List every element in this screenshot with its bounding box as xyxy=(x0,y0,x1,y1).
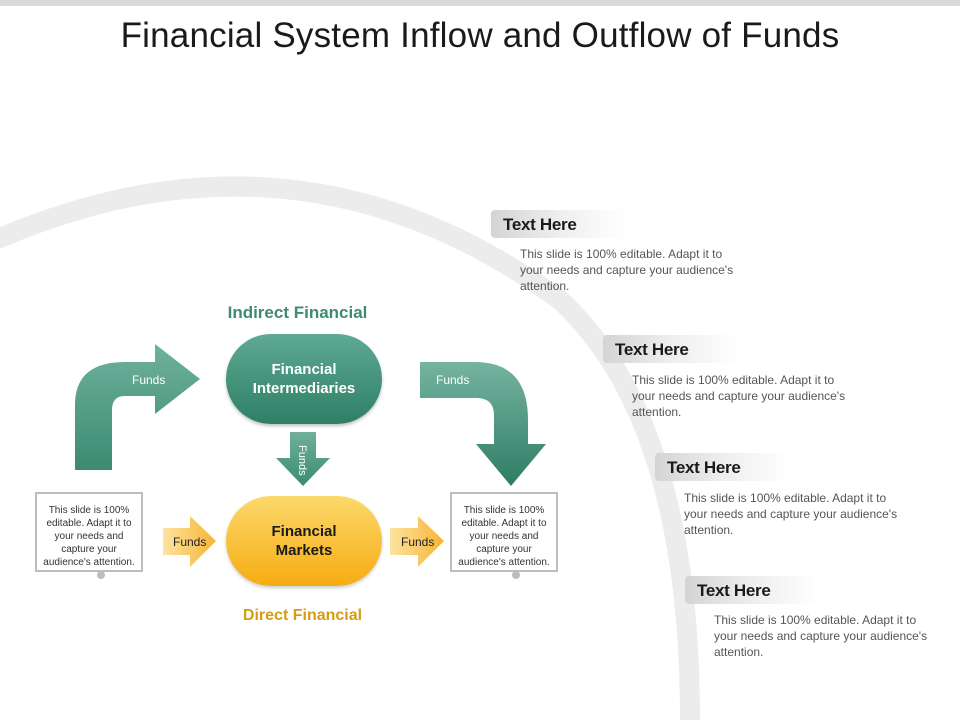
right-curved-arrow xyxy=(420,362,546,486)
left-note-dot xyxy=(97,571,105,579)
item-2-description: This slide is 100% editable. Adapt it to… xyxy=(632,373,846,419)
item-4-tab: Text Here xyxy=(685,576,835,604)
center-down-arrow xyxy=(276,432,330,486)
left-curved-arrow xyxy=(75,344,200,470)
left-note-text: This slide is 100% editable. Adapt it to… xyxy=(43,505,135,568)
left-arrow-funds-label: Funds xyxy=(132,373,166,387)
top-bar xyxy=(0,0,960,6)
page-title: Financial System Inflow and Outflow of F… xyxy=(120,16,840,55)
item-3-heading: Text Here xyxy=(667,458,741,477)
item-2-heading: Text Here xyxy=(615,340,689,359)
direct-financial-label: Direct Financial xyxy=(242,607,363,624)
indirect-financial-label: Indirect Financial xyxy=(227,303,368,322)
markets-line1: Financial xyxy=(271,523,337,540)
down-arrow-funds-label: Funds xyxy=(296,444,308,476)
item-1-description: This slide is 100% editable. Adapt it to… xyxy=(520,247,734,293)
right-arrow-funds-label: Funds xyxy=(436,373,470,387)
financial-markets-node: Financial Markets xyxy=(226,496,382,586)
item-3-tab: Text Here xyxy=(655,453,805,481)
item-1-tab: Text Here xyxy=(491,210,641,238)
item-4-heading: Text Here xyxy=(697,581,771,600)
item-1-heading: Text Here xyxy=(503,215,577,234)
intermediaries-line2: Intermediaries xyxy=(252,380,356,397)
right-small-funds-label: Funds xyxy=(401,535,435,549)
item-4-description: This slide is 100% editable. Adapt it to… xyxy=(714,613,928,659)
left-small-funds-label: Funds xyxy=(173,535,207,549)
right-note-text: This slide is 100% editable. Adapt it to… xyxy=(458,505,550,568)
left-small-arrow xyxy=(163,516,216,567)
markets-line2: Markets xyxy=(275,542,333,559)
financial-intermediaries-node: Financial Intermediaries xyxy=(226,334,382,424)
right-note-dot xyxy=(512,571,520,579)
item-3-description: This slide is 100% editable. Adapt it to… xyxy=(684,491,898,537)
left-note-box: This slide is 100% editable. Adapt it to… xyxy=(35,492,143,572)
decorative-arc xyxy=(0,176,700,720)
right-note-box: This slide is 100% editable. Adapt it to… xyxy=(450,492,558,572)
item-2-tab: Text Here xyxy=(603,335,753,363)
intermediaries-line1: Financial xyxy=(271,361,337,378)
right-small-arrow xyxy=(390,516,444,567)
